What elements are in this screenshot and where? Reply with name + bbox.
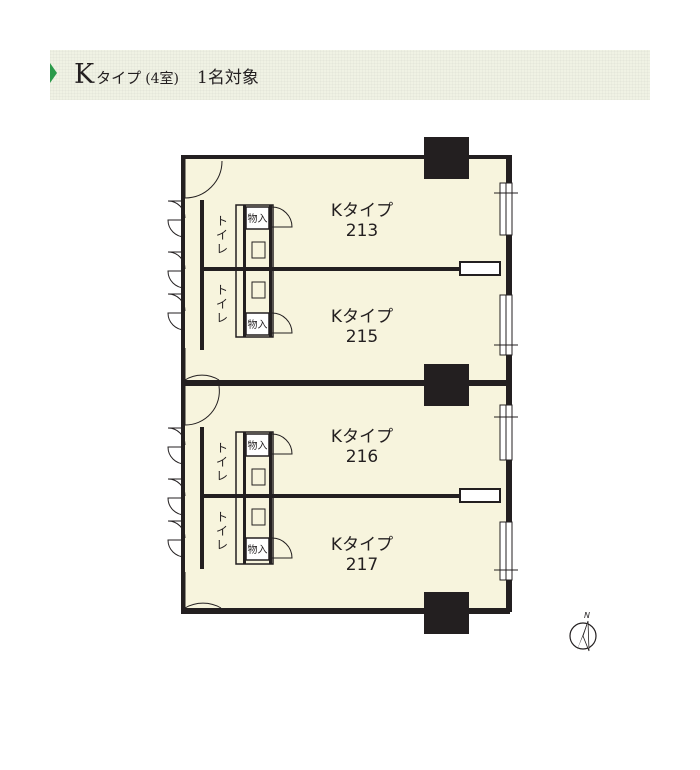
room-213-type-label: Kタイプ xyxy=(331,201,393,221)
toilet-label-char: イ xyxy=(216,455,228,469)
toilet-label-char: ト xyxy=(216,283,228,297)
toilet-label-char: レ xyxy=(216,311,228,325)
door-swings xyxy=(167,159,223,609)
room-217-type-label: Kタイプ xyxy=(331,535,393,555)
room-215-type-label: Kタイプ xyxy=(331,307,393,327)
toilet-label-char: レ xyxy=(216,469,228,483)
toilet-label-char: レ xyxy=(216,242,228,256)
title-type-word: タイプ xyxy=(96,69,142,87)
storage-label-216: 物入 xyxy=(248,439,268,452)
bathroom-blocks xyxy=(200,200,274,569)
toilet-label-216: ト イ レ xyxy=(216,441,228,483)
toilet-label-215: ト イ レ xyxy=(216,283,228,325)
toilet-label-char: レ xyxy=(216,538,228,552)
title-room-count: (4室) xyxy=(145,71,180,87)
storage-label-215: 物入 xyxy=(248,318,268,331)
room-215-number: 215 xyxy=(346,327,378,347)
toilet-label-char: イ xyxy=(216,228,228,242)
storage-door-swings xyxy=(271,206,293,559)
header-band xyxy=(50,50,650,100)
room-partitions xyxy=(185,261,510,503)
toilet-label-char: ト xyxy=(216,441,228,455)
header-arrow-marker xyxy=(50,63,57,83)
storage-label-217: 物入 xyxy=(248,543,268,556)
room-213-number: 213 xyxy=(346,221,378,241)
toilet-label-char: イ xyxy=(216,524,228,538)
storage-label-213: 物入 xyxy=(248,212,268,225)
toilet-label-213: ト イ レ xyxy=(216,214,228,256)
title-target: 1名対象 xyxy=(197,68,259,88)
toilet-label-217: ト イ レ xyxy=(216,510,228,552)
toilet-label-char: イ xyxy=(216,297,228,311)
compass-north-label: N xyxy=(584,611,590,620)
title-type-letter: K xyxy=(74,59,95,90)
windows xyxy=(494,182,518,581)
north-compass-icon: N xyxy=(569,611,597,652)
room-216-type-label: Kタイプ xyxy=(331,427,393,447)
toilet-label-char: ト xyxy=(216,214,228,228)
toilet-label-char: ト xyxy=(216,510,228,524)
room-217-number: 217 xyxy=(346,555,378,575)
room-216-number: 216 xyxy=(346,447,378,467)
